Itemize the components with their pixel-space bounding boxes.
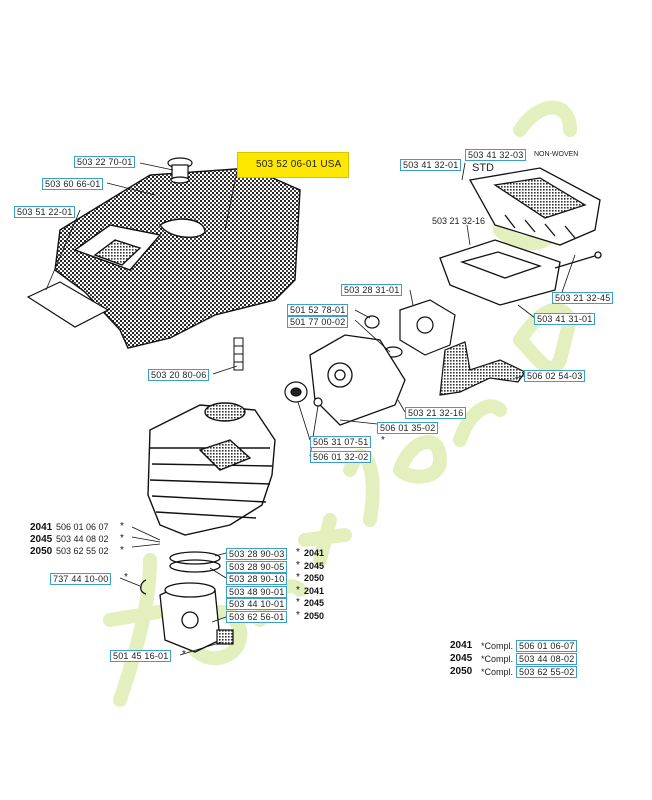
intake-boot bbox=[284, 381, 323, 407]
part-number-label: 503 62 56-01 bbox=[226, 611, 288, 623]
star-mark: * bbox=[120, 521, 124, 532]
part-number-label: 506 01 32-02 bbox=[310, 451, 372, 463]
part-number-label: 503 44 10-01 bbox=[226, 598, 288, 610]
part-number-label: 506 01 06-07 bbox=[516, 640, 578, 652]
part-number-label: 503 20 80-06 bbox=[148, 369, 210, 381]
star-mark: * bbox=[296, 585, 300, 596]
part-number-label: 737 44 10-00 bbox=[50, 573, 112, 585]
star-mark: * bbox=[296, 597, 300, 608]
model-2050: 2050 bbox=[304, 573, 325, 583]
model-2045: 2045 bbox=[304, 561, 325, 571]
circlip bbox=[140, 579, 147, 595]
gasket-plate bbox=[26, 281, 110, 328]
part-number-text: 503 62 55 02 bbox=[56, 546, 109, 556]
star-mark: * bbox=[182, 649, 186, 660]
top-cover bbox=[54, 167, 301, 349]
air-filter bbox=[468, 167, 601, 246]
model-2045: 2045 bbox=[30, 534, 53, 545]
part-number-label: 501 45 16-01 bbox=[110, 650, 172, 662]
std-text: STD bbox=[472, 162, 494, 174]
part-number-label: 503 41 31-01 bbox=[534, 313, 596, 325]
star-mark: * bbox=[124, 572, 128, 583]
star-mark: * bbox=[296, 610, 300, 621]
filter-base bbox=[439, 239, 602, 306]
part-number-text: 503 44 08 02 bbox=[56, 534, 109, 544]
throttle-lever bbox=[439, 341, 526, 396]
pin bbox=[233, 337, 244, 371]
model-2050: 2050 bbox=[30, 546, 53, 557]
part-number-label: 503 21 32-16 bbox=[405, 407, 467, 419]
compl-prefix: *Compl. bbox=[481, 654, 514, 664]
part-number-label: 503 28 31-01 bbox=[341, 284, 403, 296]
model-2045: 2045 bbox=[304, 598, 325, 608]
model-2050: 2050 bbox=[450, 666, 473, 677]
model-2041: 2041 bbox=[304, 548, 325, 558]
star-mark: * bbox=[120, 533, 124, 544]
cylinder bbox=[147, 402, 276, 536]
model-2041: 2041 bbox=[450, 640, 473, 651]
star-mark: * bbox=[120, 545, 124, 556]
part-number-label: 503 28 90-10 bbox=[226, 573, 288, 585]
part-number-label: 503 28 90-05 bbox=[226, 561, 288, 573]
star-mark: * bbox=[296, 547, 300, 558]
part-number-label: 501 77 00-02 bbox=[287, 316, 349, 328]
compl-prefix: *Compl. bbox=[481, 641, 514, 651]
part-number-label: 503 41 32-01 bbox=[400, 159, 462, 171]
highlighted-part-text: 503 52 06-01 USA bbox=[256, 159, 342, 170]
compl-prefix: *Compl. bbox=[481, 667, 514, 677]
model-2050: 2050 bbox=[304, 611, 325, 621]
star-mark: * bbox=[296, 560, 300, 571]
star-mark: * bbox=[296, 572, 300, 583]
model-2045: 2045 bbox=[450, 653, 473, 664]
part-number-label: 503 44 08-02 bbox=[516, 653, 578, 665]
piston bbox=[159, 582, 221, 653]
part-number-label: 503 48 90-01 bbox=[226, 586, 288, 598]
part-number-label: 503 41 32-03 bbox=[465, 149, 527, 161]
part-number-text: 506 01 06 07 bbox=[56, 522, 109, 532]
nonwoven-text: NON-WOVEN bbox=[534, 151, 579, 158]
part-number-label: 505 31 07-51 bbox=[310, 436, 372, 448]
part-number-label: 506 02 54-03 bbox=[524, 370, 586, 382]
part-number-label: 503 62 55-02 bbox=[516, 666, 578, 678]
needle-bearing bbox=[216, 629, 234, 645]
model-2041: 2041 bbox=[30, 522, 53, 533]
part-number-label: 503 51 22-01 bbox=[14, 206, 76, 218]
cover-knob bbox=[167, 157, 193, 184]
highlighted-part-label: 503 52 06-01 USA bbox=[237, 152, 349, 178]
part-number-label: 506 01 35-02 bbox=[377, 422, 439, 434]
part-number-label: 503 60 66-01 bbox=[42, 178, 104, 190]
part-number-label: 503 22 70-01 bbox=[74, 156, 136, 168]
piston-rings bbox=[169, 551, 221, 573]
part-number-label: 503 21 32-45 bbox=[552, 292, 614, 304]
star-mark: * bbox=[381, 435, 385, 446]
part-number-text: 503 21 32-16 bbox=[432, 216, 486, 226]
carburetor bbox=[364, 299, 456, 358]
model-2041: 2041 bbox=[304, 586, 325, 596]
part-number-label: 503 28 90-03 bbox=[226, 548, 288, 560]
part-number-label: 501 52 78-01 bbox=[287, 304, 349, 316]
